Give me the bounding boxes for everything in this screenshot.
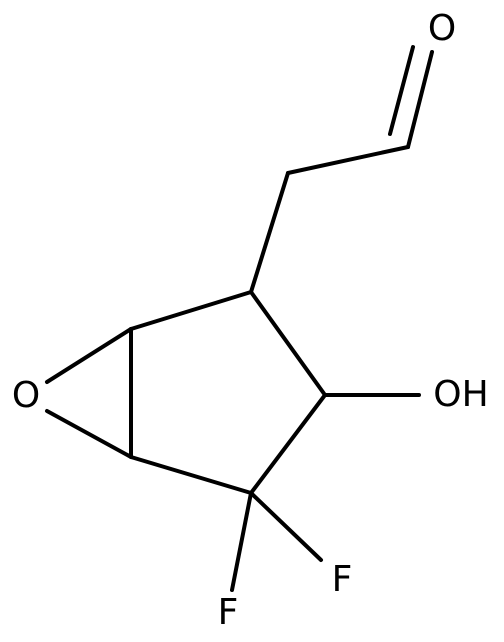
fluorine-bottom-label: F <box>218 592 239 633</box>
fluorine-right-label: F <box>332 559 353 600</box>
epoxide-bond-lower <box>45 409 133 459</box>
ring-bond-c4-c3 <box>129 455 253 495</box>
fluorine-bond-bottom <box>230 491 253 592</box>
chain-bond-cho <box>286 145 410 175</box>
fluorine-bond-right <box>249 491 323 562</box>
aldehyde-oxygen-label: O <box>428 8 456 49</box>
ring-bond-c1-c5 <box>249 290 327 397</box>
hydroxyl-label: OH <box>433 374 488 415</box>
aldehyde-double-bond-1 <box>406 50 434 149</box>
aldehyde-double-bond-2 <box>388 45 415 136</box>
chain-bond-ch2 <box>249 171 290 294</box>
epoxide-oxygen-label: O <box>12 375 40 416</box>
epoxide-bond-upper <box>45 327 133 384</box>
ring-bond-c1-c2 <box>129 290 253 331</box>
ring-bond-c5-c4 <box>249 393 327 495</box>
